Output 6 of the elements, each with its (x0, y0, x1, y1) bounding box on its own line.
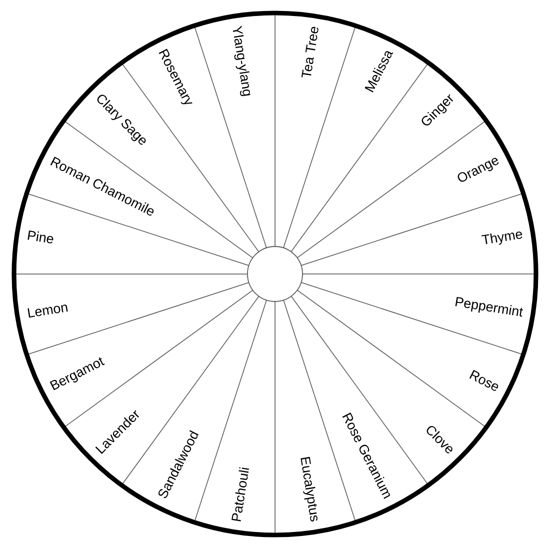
wheel-sector: Thyme (300, 192, 536, 274)
center-circle (247, 246, 303, 302)
wheel-sector: Tea Tree (274, 12, 356, 248)
wheel-sector: Lemon (14, 274, 250, 356)
wheel-sector: Ylang-ylang (194, 12, 276, 248)
wheel-sector: Peppermint (300, 274, 536, 356)
